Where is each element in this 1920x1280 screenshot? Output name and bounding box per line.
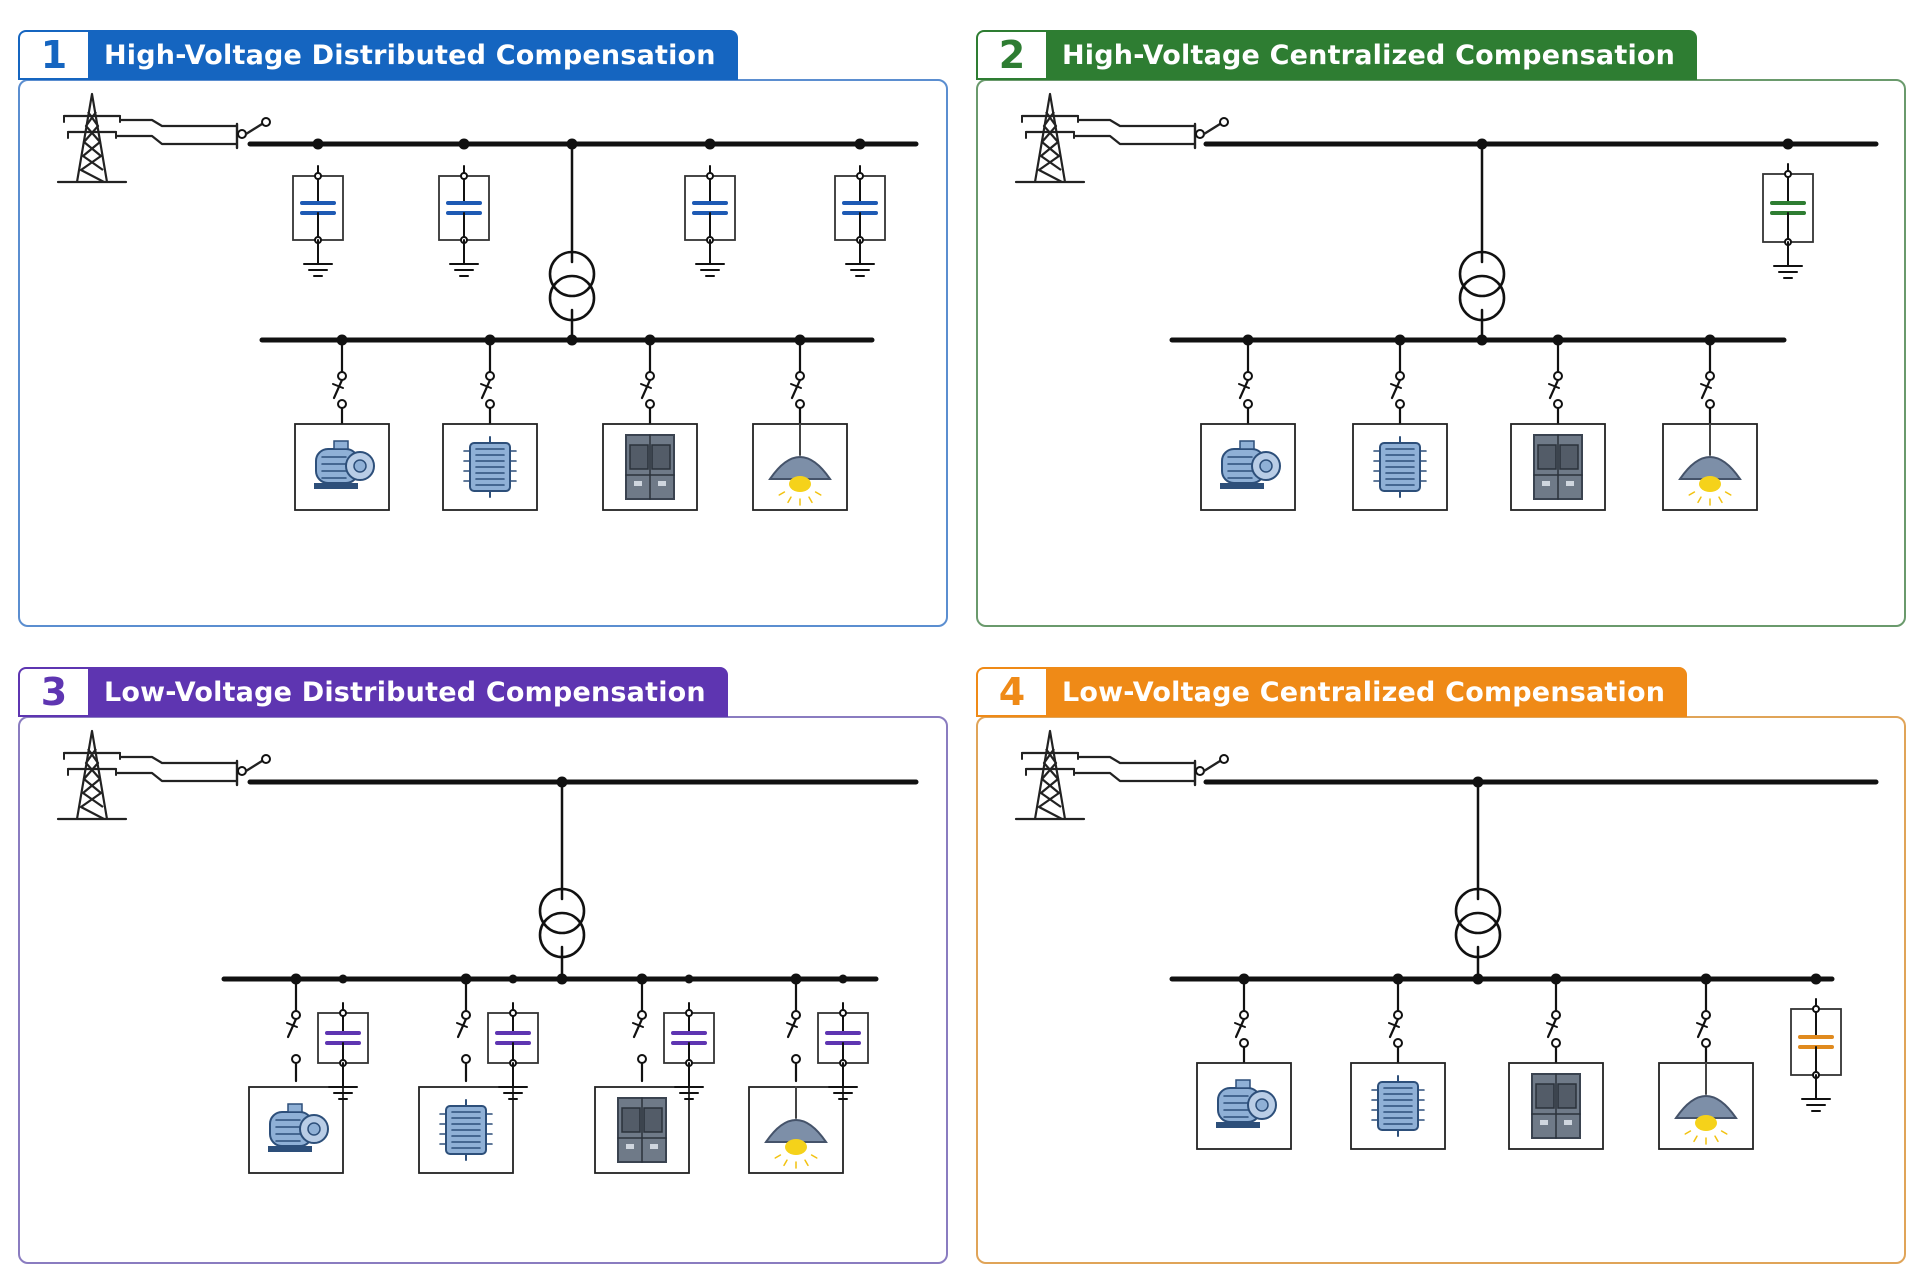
capacitor-icon xyxy=(817,1002,869,1100)
capacitor-icon xyxy=(1790,998,1842,1112)
circuit-diagram xyxy=(1014,729,1879,1150)
transformer-coil-icon xyxy=(1373,436,1427,498)
junction-node xyxy=(312,138,324,150)
junction-node xyxy=(684,974,694,984)
junction-node xyxy=(508,974,518,984)
capacitor-icon xyxy=(834,165,886,277)
panel-frame xyxy=(18,79,948,627)
transmission-tower-icon xyxy=(56,729,271,821)
panel-3: 3 Low-Voltage Distributed Compensation xyxy=(18,663,974,1264)
breaker-switch-icon xyxy=(456,977,471,1083)
panel-number: 2 xyxy=(978,32,1046,78)
breaker-switch-icon xyxy=(640,338,655,428)
breaker-switch-icon xyxy=(286,977,301,1083)
breaker-switch-icon xyxy=(1238,338,1253,428)
panel-number: 4 xyxy=(978,669,1046,715)
transformer-coil-load-box xyxy=(442,423,538,511)
capacitor-icon xyxy=(317,1002,369,1100)
breaker-switch-icon xyxy=(790,338,805,428)
circuit-diagram xyxy=(1014,92,1879,511)
switchgear-cabinet-icon xyxy=(1533,434,1583,500)
panel-title: Low-Voltage Centralized Compensation xyxy=(1062,676,1666,708)
panel-tab: 2 High-Voltage Centralized Compensation xyxy=(976,30,1698,80)
transformer-coil-icon xyxy=(463,436,517,498)
lamp-load-box xyxy=(752,423,848,511)
panel-number: 1 xyxy=(20,32,88,78)
junction-node xyxy=(854,138,866,150)
panel-4: 4 Low-Voltage Centralized Compensation xyxy=(976,663,1920,1264)
panel-title: High-Voltage Distributed Compensation xyxy=(104,39,716,71)
switchgear-cabinet-load-box xyxy=(1508,1062,1604,1150)
switchgear-cabinet-load-box xyxy=(1510,423,1606,511)
junction-node xyxy=(1476,334,1488,346)
transformer-coil-load-box xyxy=(418,1086,514,1174)
panel-number: 3 xyxy=(20,669,88,715)
circuit-diagram xyxy=(56,92,919,511)
breaker-switch-icon xyxy=(1390,338,1405,428)
panel-tab: 3 Low-Voltage Distributed Compensation xyxy=(18,667,728,717)
motor-load-box xyxy=(294,423,390,511)
breaker-switch-icon xyxy=(1546,977,1561,1067)
panel-1: 1 High-Voltage Distributed Compensation xyxy=(18,26,974,627)
junction-node xyxy=(556,973,568,985)
motor-load-box xyxy=(248,1086,344,1174)
capacitor-icon xyxy=(684,165,736,277)
panel-tab: 4 Low-Voltage Centralized Compensation xyxy=(976,667,1688,717)
lamp-icon xyxy=(1674,1062,1738,1145)
lamp-load-box xyxy=(1662,423,1758,511)
switchgear-cabinet-load-box xyxy=(594,1086,690,1174)
capacitor-icon xyxy=(292,165,344,277)
breaker-switch-icon xyxy=(632,977,647,1083)
capacitor-icon xyxy=(1762,163,1814,279)
breaker-switch-icon xyxy=(1548,338,1563,428)
breaker-switch-icon xyxy=(1696,977,1711,1067)
junction-node xyxy=(704,138,716,150)
circuit-diagram xyxy=(56,729,919,1174)
motor-icon xyxy=(314,440,375,489)
transmission-tower-icon xyxy=(56,92,271,184)
breaker-switch-icon xyxy=(480,338,495,428)
motor-load-box xyxy=(1200,423,1296,511)
lamp-load-box xyxy=(1658,1062,1754,1150)
switchgear-cabinet-icon xyxy=(625,434,675,500)
lamp-icon xyxy=(764,1086,828,1169)
breaker-switch-icon xyxy=(1234,977,1249,1067)
junction-node xyxy=(838,974,848,984)
panel-title: Low-Voltage Distributed Compensation xyxy=(104,676,706,708)
capacitor-icon xyxy=(438,165,490,277)
lamp-icon xyxy=(1678,423,1742,506)
transformer-coil-icon xyxy=(1371,1075,1425,1137)
panel-title: High-Voltage Centralized Compensation xyxy=(1062,39,1676,71)
breaker-switch-icon xyxy=(786,977,801,1083)
lamp-icon xyxy=(768,423,832,506)
switchgear-cabinet-icon xyxy=(1531,1073,1581,1139)
transformer-coil-load-box xyxy=(1352,423,1448,511)
junction-node xyxy=(1782,138,1794,150)
junction-node xyxy=(458,138,470,150)
breaker-switch-icon xyxy=(1700,338,1715,428)
capacitor-icon xyxy=(663,1002,715,1100)
switchgear-cabinet-load-box xyxy=(602,423,698,511)
panel-tab: 1 High-Voltage Distributed Compensation xyxy=(18,30,738,80)
junction-node xyxy=(1472,973,1484,985)
motor-load-box xyxy=(1196,1062,1292,1150)
capacitor-icon xyxy=(487,1002,539,1100)
switchgear-cabinet-icon xyxy=(617,1097,667,1163)
panel-2: 2 High-Voltage Centralized Compensation xyxy=(976,26,1920,627)
transformer-coil-load-box xyxy=(1350,1062,1446,1150)
panel-frame xyxy=(976,716,1906,1264)
lamp-load-box xyxy=(748,1086,844,1174)
junction-node xyxy=(566,334,578,346)
transmission-tower-icon xyxy=(1014,729,1229,821)
transmission-tower-icon xyxy=(1014,92,1229,184)
transformer-coil-icon xyxy=(439,1099,493,1161)
panel-frame xyxy=(976,79,1906,627)
motor-icon xyxy=(1220,440,1281,489)
breaker-switch-icon xyxy=(1388,977,1403,1067)
motor-icon xyxy=(1216,1079,1277,1128)
junction-node xyxy=(338,974,348,984)
breaker-switch-icon xyxy=(332,338,347,428)
junction-node xyxy=(1810,973,1822,985)
motor-icon xyxy=(268,1103,329,1152)
